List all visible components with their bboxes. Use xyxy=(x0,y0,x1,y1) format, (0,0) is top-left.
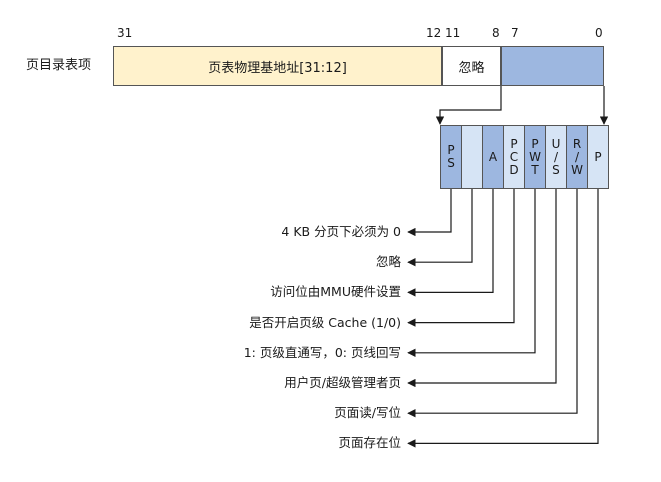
flag-description-0: 4 KB 分页下必须为 0 xyxy=(281,224,401,239)
bit-number-0: 0 xyxy=(595,26,603,40)
flag-description-1: 忽略 xyxy=(375,254,401,270)
flag-bit-3: P C D xyxy=(503,125,525,189)
flag-description-6: 页面读/写位 xyxy=(334,405,401,421)
flags-field xyxy=(501,46,604,86)
leader-line-0 xyxy=(407,189,452,237)
leader-line-7 xyxy=(407,189,599,448)
expand-arrow-left xyxy=(435,86,502,125)
flag-description-5: 用户页/超级管理者页 xyxy=(284,375,401,390)
flag-bit-2: A xyxy=(482,125,504,189)
flag-description-4: 1: 页级直通写，0: 页线回写 xyxy=(243,344,401,360)
bit-number-8: 8 xyxy=(492,26,500,40)
flag-bit-5: U / S xyxy=(545,125,567,189)
leader-line-4 xyxy=(407,189,536,357)
ignored-label: 忽略 xyxy=(458,60,485,76)
flag-description-2: 访问位由MMU硬件设置 xyxy=(270,284,401,300)
leader-line-5 xyxy=(407,189,557,388)
bit-number-12: 12 xyxy=(426,26,442,40)
bit-number-31: 31 xyxy=(117,26,133,40)
flag-bit-6: R / W xyxy=(566,125,588,189)
flag-bit-7: P xyxy=(587,125,609,189)
row-label: 页目录表项 xyxy=(26,58,92,73)
leader-line-3 xyxy=(407,189,515,327)
bit-number-7: 7 xyxy=(511,26,519,40)
leader-line-6 xyxy=(407,189,578,418)
leader-line-2 xyxy=(407,189,494,297)
flag-description-3: 是否开启页级 Cache (1/0) xyxy=(249,314,401,330)
leader-line-1 xyxy=(407,189,473,267)
ignored-field: 忽略 xyxy=(442,46,501,86)
base-address-field: 页表物理基地址[31:12] xyxy=(113,46,442,86)
flag-bit-4: P W T xyxy=(524,125,546,189)
flag-description-7: 页面存在位 xyxy=(338,435,401,451)
flag-bit-1 xyxy=(461,125,483,189)
flag-bit-0: P S xyxy=(440,125,462,189)
bit-number-11: 11 xyxy=(445,26,461,40)
base-address-label: 页表物理基地址[31:12] xyxy=(208,60,347,76)
